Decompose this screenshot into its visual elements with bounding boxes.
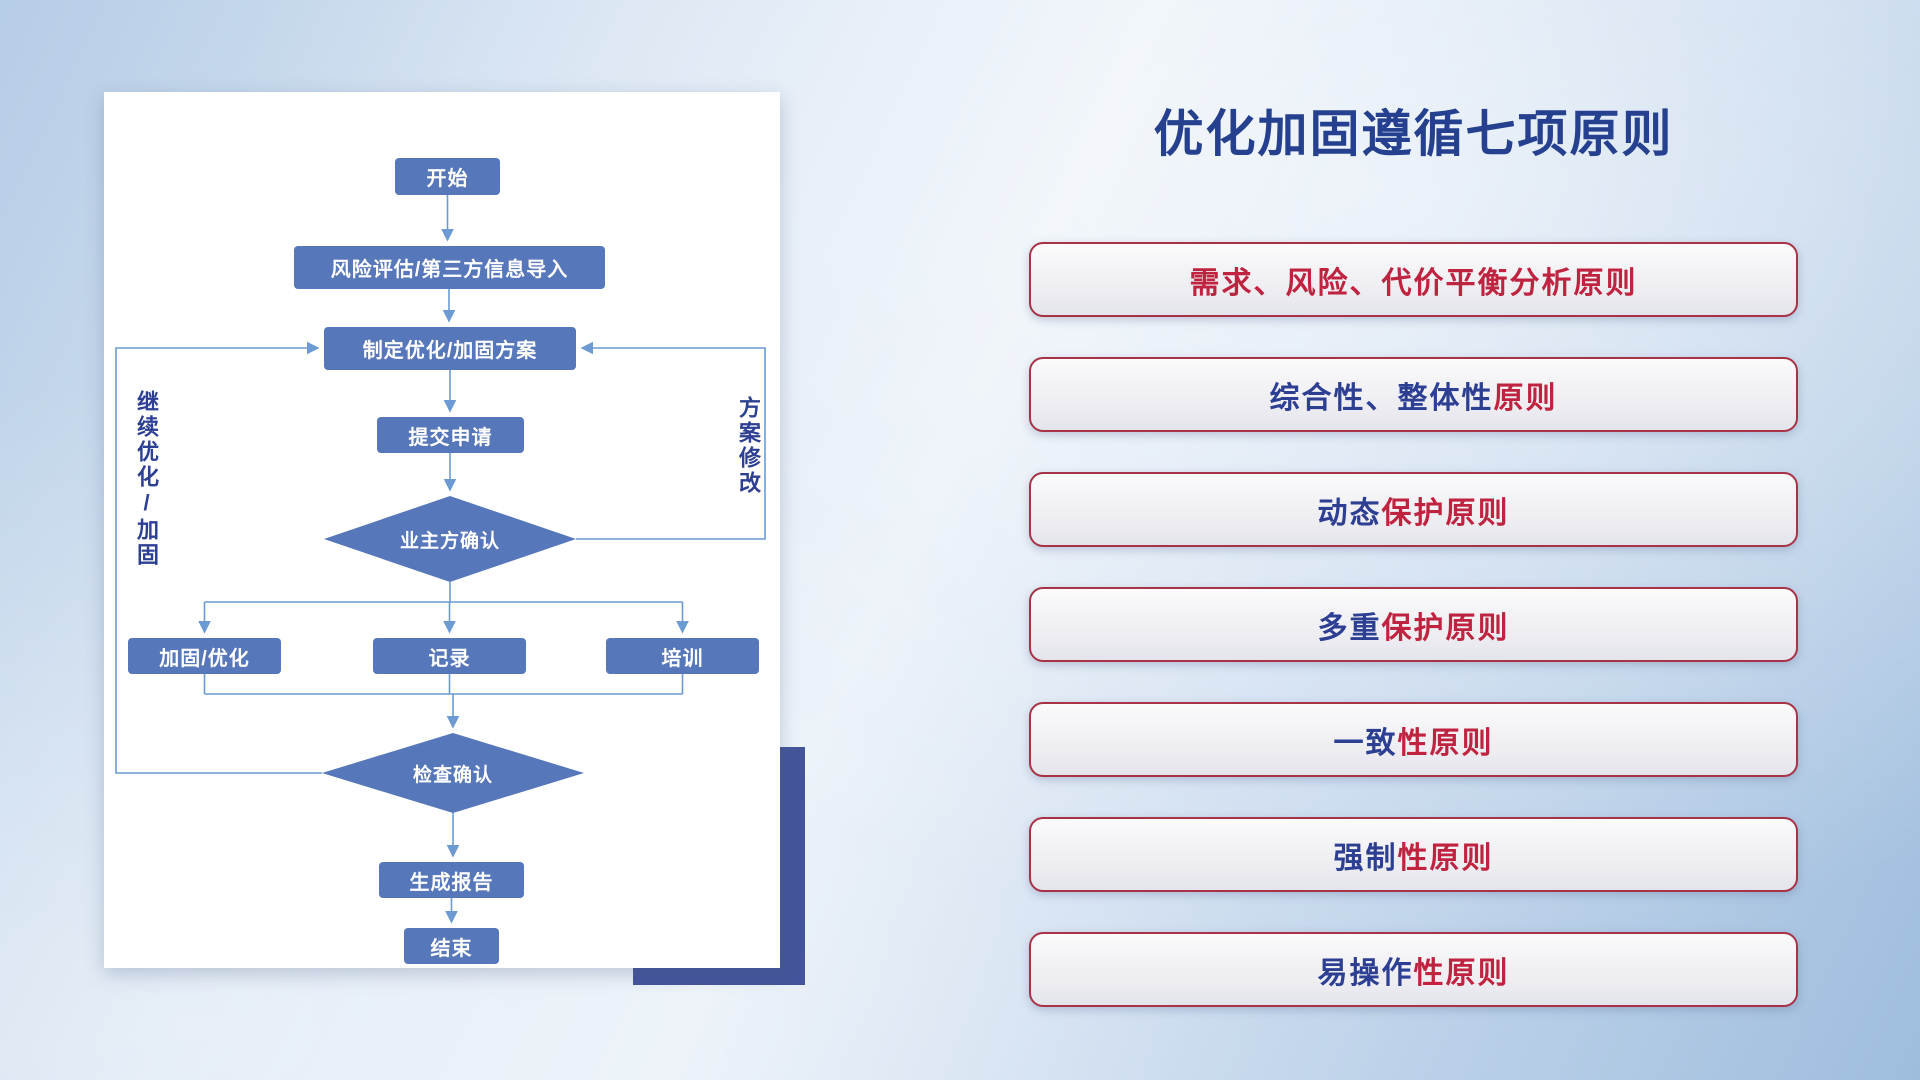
flow-node-record: 记录	[373, 638, 526, 674]
principle-text-segment: 保护原则	[1381, 496, 1510, 530]
principle-box-7: 易操作性原则	[1029, 932, 1798, 1007]
principle-box-6: 强制性原则	[1029, 817, 1798, 892]
principle-text-segment: 原则	[1493, 381, 1558, 415]
flowchart-connectors	[115, 195, 766, 924]
flow-node-training: 培训	[606, 638, 759, 674]
flow-node-harden-optimize: 加固/优化	[128, 638, 281, 674]
principle-text-segment: 一致	[1333, 726, 1398, 760]
principle-box-4: 多重保护原则	[1029, 587, 1798, 662]
flow-node-make-plan: 制定优化/加固方案	[324, 327, 576, 370]
panel-title: 优化加固遵循七项原则	[1153, 106, 1674, 162]
principle-box-1: 需求、风险、代价平衡分析原则	[1029, 242, 1798, 317]
flow-node-end: 结束	[404, 928, 499, 964]
flow-node-report: 生成报告	[379, 862, 524, 898]
principle-box-3: 动态保护原则	[1029, 472, 1798, 547]
principles-panel: 优化加固遵循七项原则 需求、风险、代价平衡分析原则综合性、整体性原则动态保护原则…	[1029, 104, 1798, 1007]
principle-text-segment: 性原则	[1397, 841, 1494, 875]
flow-loop-label-revise: 方案修改	[736, 396, 761, 496]
principles-list: 需求、风险、代价平衡分析原则综合性、整体性原则动态保护原则多重保护原则一致性原则…	[1029, 242, 1798, 1007]
principle-box-2: 综合性、整体性原则	[1029, 357, 1798, 432]
flowchart-card: 开始 风险评估/第三方信息导入 制定优化/加固方案 提交申请 业主方确认 加固/…	[104, 92, 780, 968]
flow-node-submit: 提交申请	[377, 417, 524, 453]
principle-text-segment: 强制	[1333, 841, 1398, 875]
principle-box-5: 一致性原则	[1029, 702, 1798, 777]
principle-text-segment: 性原则	[1397, 726, 1494, 760]
principle-text-segment: 保护原则	[1381, 611, 1510, 645]
principle-text-segment: 综合性、整体性	[1269, 381, 1494, 415]
principle-text-segment: 多重	[1317, 611, 1382, 645]
principle-text-segment: 需求、风险、代价平衡分析原则	[1189, 266, 1638, 300]
principle-text-segment: 易操作	[1317, 956, 1414, 990]
flow-node-risk-import: 风险评估/第三方信息导入	[294, 246, 605, 289]
principle-text-segment: 性原则	[1413, 956, 1510, 990]
flow-loop-label-continue: 继续优化/加固	[134, 390, 159, 568]
principle-text-segment: 动态	[1317, 496, 1382, 530]
flow-node-start: 开始	[395, 158, 500, 195]
